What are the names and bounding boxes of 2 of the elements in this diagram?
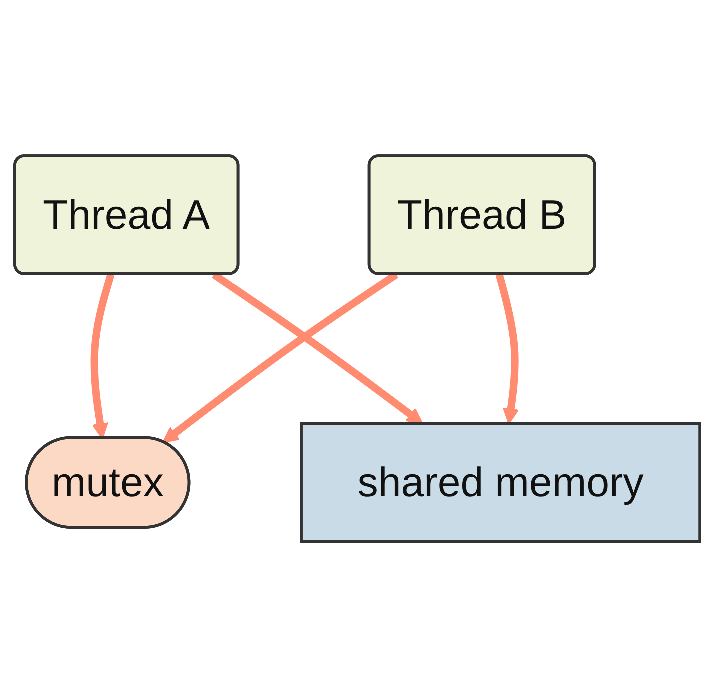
- node-box: shared memory: [300, 422, 702, 543]
- arrow: [496, 274, 520, 424]
